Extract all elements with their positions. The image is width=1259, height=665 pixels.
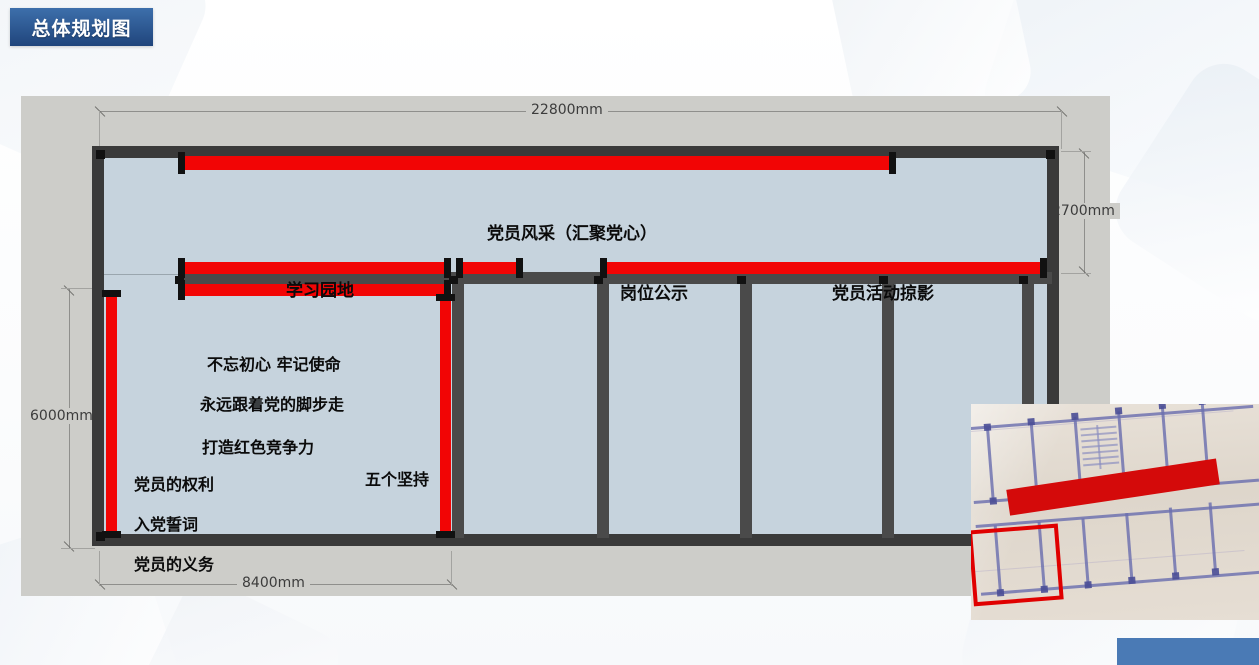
slogan-1: 不忘初心 牢记使命 (207, 355, 341, 374)
panel-endcap (444, 280, 451, 300)
panel-endcap (600, 258, 607, 278)
room-fill (100, 154, 1051, 538)
panel-endcap (178, 152, 185, 174)
blueprint-photo-image (971, 404, 1259, 620)
panel-endcap (102, 290, 121, 297)
panel-endcap (178, 258, 185, 278)
wall-bottom (92, 534, 1059, 546)
section-header-activity-glimpse: 党员活动掠影 (832, 284, 934, 304)
dimension-label-left: 6000mm (25, 408, 98, 424)
blueprint-column (1211, 568, 1220, 576)
dimension-extension (61, 288, 95, 289)
blueprint-wall (1208, 502, 1217, 571)
accent-bar (1117, 638, 1259, 665)
wall-node (594, 276, 603, 284)
blueprint-callout-box (971, 523, 1064, 607)
wall-partition (740, 278, 752, 538)
left-item-oath: 入党誓词 (134, 515, 199, 534)
dimension-extension (99, 111, 100, 149)
panel-endcap (516, 258, 523, 278)
blueprint-column (1114, 407, 1123, 415)
wall-left (92, 146, 104, 546)
blueprint-column (989, 497, 998, 505)
dimension-label-right: 2700mm (1047, 203, 1120, 219)
blueprint-photo-inset (971, 404, 1259, 620)
blueprint-wall (1168, 507, 1178, 576)
dimension-extension (1061, 111, 1062, 149)
display-panel-top (182, 156, 892, 170)
dimension-extension (1061, 151, 1091, 152)
panel-endcap (444, 258, 451, 278)
wall-partition (597, 278, 609, 538)
slogan-2: 永远跟着党的脚步走 (200, 395, 345, 414)
wall-top (92, 146, 1059, 158)
wall-node (1046, 150, 1055, 159)
slogan-4: 五个坚持 (365, 470, 430, 489)
page-title-badge: 总体规划图 (10, 8, 153, 46)
panel-endcap (456, 258, 463, 278)
display-panel-small (460, 262, 520, 274)
left-item-rights: 党员的权利 (134, 475, 215, 494)
wall-node (96, 532, 105, 541)
blueprint-column (1128, 576, 1136, 585)
blueprint-column (983, 423, 992, 432)
dimension-extension (99, 551, 100, 586)
wall-node (1019, 276, 1028, 284)
wall-partition (452, 278, 464, 538)
wall-node (449, 276, 458, 284)
dimension-label-bottom: 8400mm (237, 575, 310, 591)
display-panel-right (604, 262, 1044, 274)
page-title: 总体规划图 (31, 17, 132, 40)
wall-partition (882, 278, 894, 538)
section-header-post-notice: 岗位公示 (620, 284, 688, 304)
blueprint-column (1084, 581, 1092, 589)
panel-endcap (1040, 258, 1047, 278)
panel-endcap (436, 294, 455, 301)
floor-plan-drawing: 22800mm 2700mm 6000mm 8400mm (21, 96, 1120, 596)
blueprint-wall (1081, 518, 1090, 587)
display-panel-study (182, 262, 450, 274)
dimension-extension (1061, 273, 1091, 274)
display-panel-study-lower (182, 284, 450, 296)
wall-node (879, 276, 888, 284)
blueprint-wall (986, 427, 995, 502)
slogan-3: 打造红色竞争力 (202, 438, 315, 457)
wall-interior-horizontal-left (178, 272, 453, 284)
display-panel-partition-vertical (440, 298, 451, 534)
blueprint-wall (1125, 512, 1134, 581)
blueprint-guide (971, 410, 1234, 433)
section-header-party-showcase: 党员风采（汇聚党心） (487, 224, 657, 244)
panel-endcap (178, 280, 185, 300)
dimension-extension (451, 551, 452, 586)
section-header-study-garden: 学习园地 (286, 281, 354, 301)
left-item-duties: 党员的义务 (134, 555, 215, 574)
dimension-extension (61, 548, 95, 549)
blueprint-column (1171, 572, 1180, 580)
blueprint-column (1027, 418, 1035, 426)
wall-node (737, 276, 746, 284)
floor-plan-body: 党员风采（汇聚党心） 学习园地 岗位公示 党员活动掠影 不忘初心 牢记使命 永远… (92, 146, 1059, 574)
panel-endcap (436, 531, 455, 538)
blueprint-highlight-bar (1006, 458, 1220, 516)
blueprint-column (1158, 404, 1167, 410)
dimension-label-top: 22800mm (526, 102, 608, 118)
wall-node (96, 150, 105, 159)
panel-endcap (102, 531, 121, 538)
display-panel-left-vertical (106, 294, 117, 534)
panel-endcap (889, 152, 896, 174)
blueprint-column (1071, 412, 1079, 421)
